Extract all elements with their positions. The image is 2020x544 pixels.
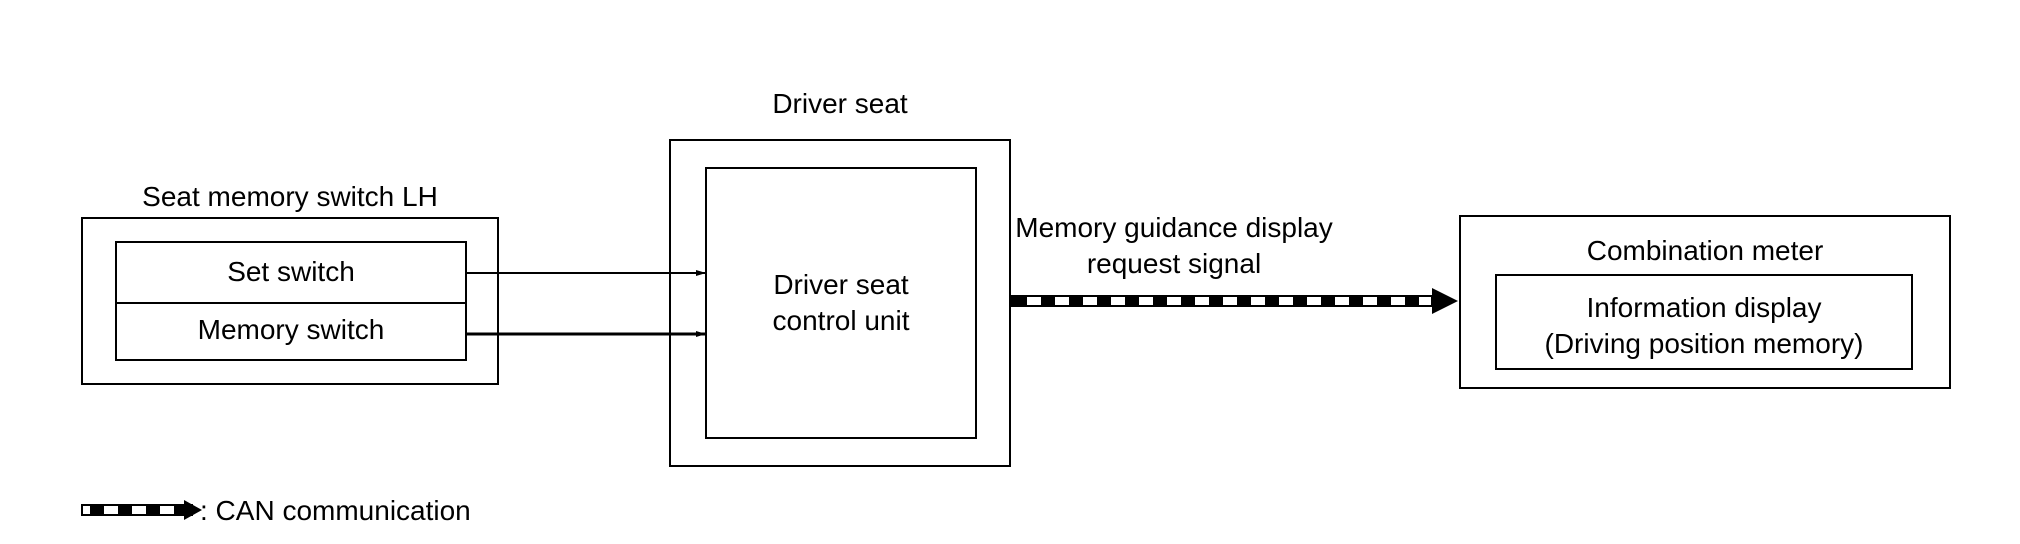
driver-seat-control-unit-box (705, 167, 977, 439)
switch-group-box (115, 241, 467, 361)
legend-can-symbol (81, 500, 202, 520)
control-unit-label-line2: control unit (773, 305, 910, 336)
combination-meter-box (1459, 215, 1951, 389)
information-display-box (1495, 274, 1913, 370)
information-display-label-line1: Information display (1586, 292, 1821, 323)
memory-switch-label: Memory switch (198, 314, 385, 345)
information-display-label-line2: (Driving position memory) (1545, 328, 1864, 359)
control-unit-label-line1: Driver seat (773, 269, 909, 300)
driver-seat-box (669, 139, 1011, 467)
can-signal-arrow (1011, 288, 1458, 314)
set-switch-label: Set switch (227, 256, 355, 287)
signal-label-line2: request signal (1087, 248, 1261, 279)
signal-label-line1: Memory guidance display (1015, 212, 1333, 243)
combination-meter-title: Combination meter (1587, 235, 1824, 266)
seat-memory-switch-title: Seat memory switch LH (142, 181, 438, 212)
seat-memory-switch-box (81, 217, 499, 385)
legend-can-label: : CAN communication (200, 495, 471, 526)
driver-seat-title: Driver seat (772, 88, 908, 119)
